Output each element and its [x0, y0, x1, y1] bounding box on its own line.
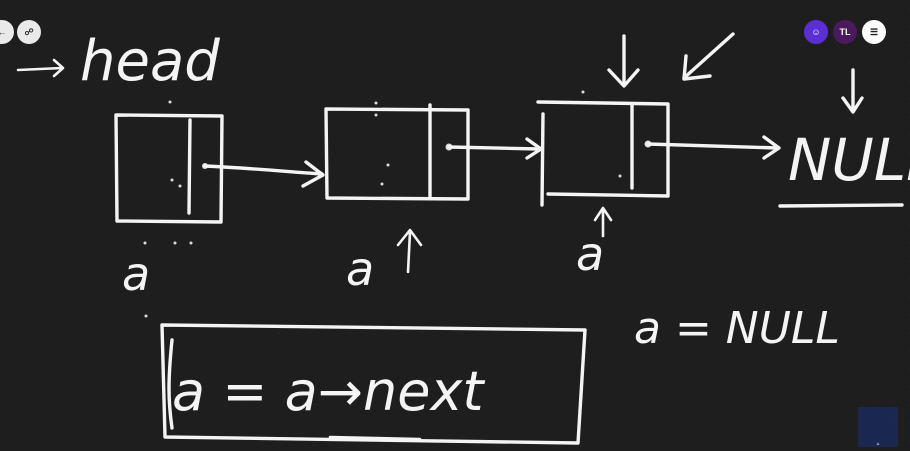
avatar-initials: TL: [839, 27, 851, 37]
pointer-arrow-null: [841, 68, 864, 114]
null-label: NULL: [788, 126, 910, 194]
user-icon: ☺: [811, 27, 821, 37]
node2-up-arrow: [396, 228, 423, 274]
rocket-icon: ▲: [875, 441, 881, 447]
head-arrow: [16, 58, 65, 78]
assign-next-text: a = a→next: [172, 360, 485, 423]
user-avatar[interactable]: ☺: [804, 20, 828, 44]
arrow-left-icon: ←: [0, 27, 7, 37]
node2-a-label: a: [346, 242, 374, 296]
assign-null-text: a = NULL: [634, 303, 840, 354]
pointer-arrow-diagonal: [682, 32, 735, 81]
share-icon: ☍: [24, 26, 34, 37]
assignment-box: [160, 323, 587, 445]
null-underline: [778, 203, 904, 208]
list-node-3: [536, 90, 670, 207]
hamburger-menu-icon: ☰: [869, 26, 879, 37]
back-button[interactable]: ←: [0, 20, 14, 44]
arrow-node1-to-node2: [203, 160, 325, 188]
arrow-node2-to-node3: [447, 137, 543, 160]
head-label: head: [80, 29, 220, 94]
app-logo-watermark: ▲: [858, 407, 898, 447]
list-node-1: [114, 100, 224, 224]
share-button[interactable]: ☍: [17, 20, 41, 44]
collaborator-avatar[interactable]: TL: [833, 20, 857, 44]
list-node-2: [324, 101, 470, 201]
pointer-arrow-down: [607, 34, 640, 88]
node1-a-label: a: [122, 247, 150, 301]
arrow-node3-to-null: [646, 135, 781, 160]
node3-up-arrow: [593, 206, 613, 238]
menu-button[interactable]: ☰: [862, 20, 886, 44]
node3-a-label: a: [576, 227, 604, 281]
